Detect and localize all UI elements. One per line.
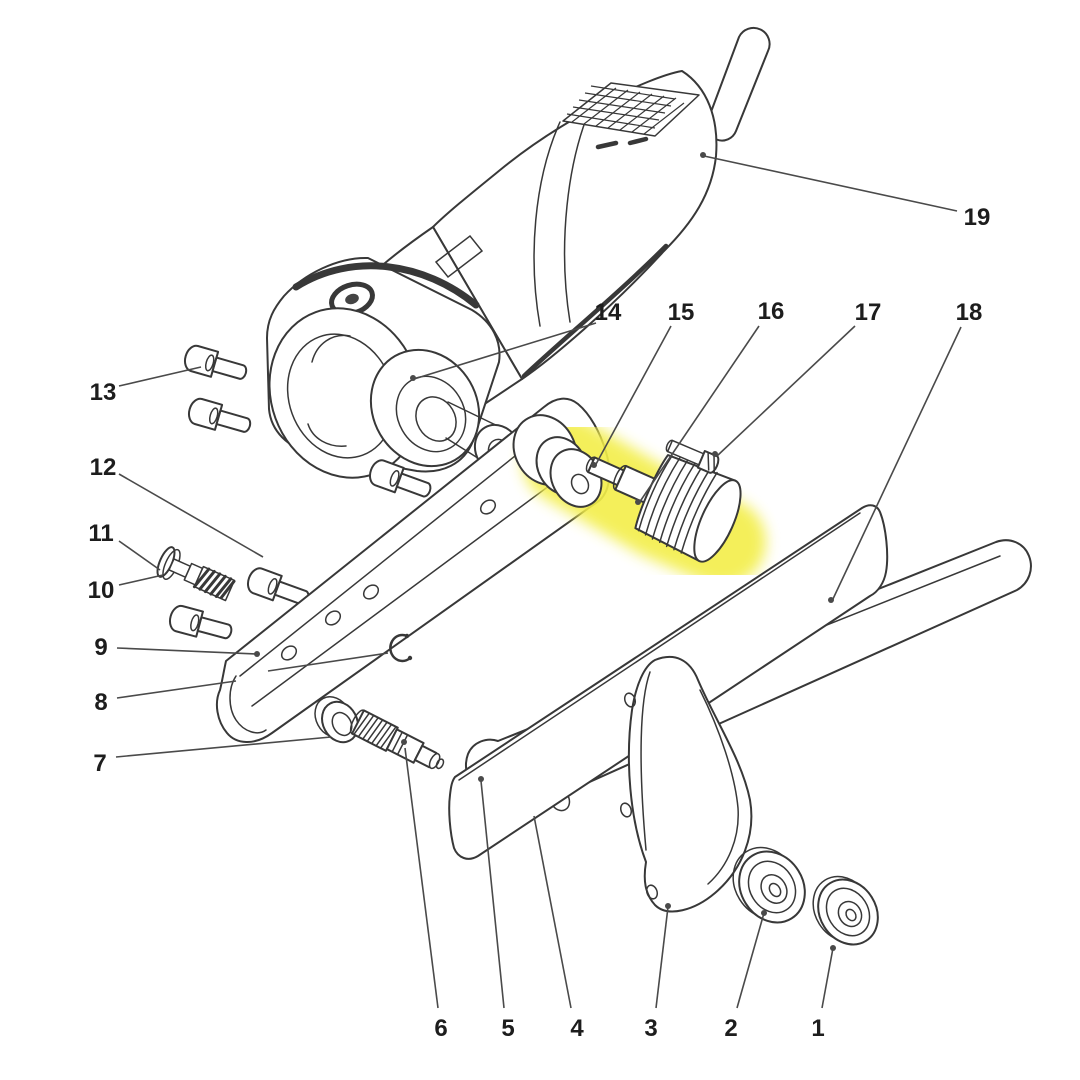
callout-label-16: 16 — [758, 298, 785, 325]
callout-12: 12 — [90, 454, 264, 558]
callout-label-4: 4 — [570, 1015, 584, 1042]
part-roller-wheel-1 — [812, 875, 879, 946]
callout-19: 19 — [700, 152, 990, 231]
leader-line-14 — [413, 322, 597, 380]
leader-line-15 — [594, 325, 672, 467]
callout-11: 11 — [88, 520, 161, 571]
power-cord — [705, 26, 771, 142]
callout-14: 14 — [410, 299, 622, 381]
leader-line-8 — [116, 680, 237, 699]
callout-3: 3 — [644, 903, 671, 1042]
leader-dot-9 — [254, 651, 260, 657]
leader-line-16 — [638, 325, 760, 504]
leader-dot-2 — [761, 910, 767, 916]
callout-13: 13 — [90, 366, 202, 406]
callout-18: 18 — [828, 299, 982, 603]
callout-17: 17 — [712, 299, 881, 457]
callout-label-19: 19 — [964, 204, 991, 231]
leader-line-18 — [831, 326, 962, 602]
leader-dot-15 — [591, 462, 597, 468]
leader-dot-6 — [401, 739, 407, 745]
callout-10: 10 — [88, 574, 164, 604]
leader-line-13 — [118, 366, 202, 387]
leader-dot-19 — [700, 152, 706, 158]
leader-line-10 — [118, 574, 164, 586]
callout-label-13: 13 — [90, 379, 117, 406]
callout-label-3: 3 — [644, 1015, 657, 1042]
callout-16: 16 — [635, 298, 784, 505]
callout-9: 9 — [94, 634, 260, 661]
part-power-tool-body — [266, 26, 771, 479]
part-roller-wheel-2 — [732, 846, 806, 924]
callout-label-1: 1 — [811, 1015, 824, 1042]
callout-label-9: 9 — [94, 634, 107, 661]
leader-dot-18 — [828, 597, 834, 603]
callout-label-18: 18 — [956, 299, 983, 326]
gear-head — [266, 256, 523, 479]
part-threaded-spindle — [349, 709, 445, 770]
callout-5: 5 — [478, 776, 515, 1042]
callout-15: 15 — [591, 299, 694, 468]
leader-dot-17 — [712, 451, 718, 457]
callout-label-17: 17 — [855, 299, 882, 326]
part-flange — [512, 414, 603, 508]
callout-label-2: 2 — [724, 1015, 737, 1042]
callout-label-8: 8 — [94, 689, 107, 716]
leader-line-8 — [267, 652, 389, 672]
part-drive-roller — [585, 454, 742, 563]
callout-label-14: 14 — [595, 299, 622, 326]
leader-line-4 — [533, 815, 572, 1009]
callout-label-12: 12 — [90, 454, 117, 481]
callout-8: 8 — [94, 652, 389, 716]
callout-label-6: 6 — [434, 1015, 447, 1042]
leader-dot-16 — [635, 499, 641, 505]
leader-dot-1 — [830, 945, 836, 951]
callout-label-7: 7 — [93, 750, 106, 777]
leader-line-12 — [118, 473, 264, 558]
callout-1: 1 — [811, 945, 836, 1042]
leader-dot-14 — [410, 375, 416, 381]
leader-line-7 — [115, 736, 332, 758]
leader-dot-3 — [665, 903, 671, 909]
callout-label-5: 5 — [501, 1015, 514, 1042]
leader-line-17 — [716, 325, 856, 457]
callout-6: 6 — [401, 739, 448, 1042]
part-washer — [314, 696, 359, 744]
leader-line-9 — [116, 647, 258, 655]
leader-line-11 — [118, 540, 161, 571]
callout-4: 4 — [533, 815, 584, 1042]
leader-line-1 — [821, 947, 834, 1009]
part-retaining-ring — [389, 633, 413, 663]
callout-label-11: 11 — [88, 520, 113, 547]
part-tension-bolt-spring — [156, 546, 236, 602]
callout-2: 2 — [724, 910, 767, 1042]
leader-line-6 — [404, 747, 439, 1009]
leader-line-19 — [703, 155, 958, 212]
callout-7: 7 — [93, 736, 332, 777]
leader-dot-5 — [478, 776, 484, 782]
callout-label-15: 15 — [668, 299, 695, 326]
leader-line-2 — [736, 912, 765, 1009]
leader-line-5 — [480, 780, 505, 1009]
vent-grille — [562, 82, 700, 150]
callout-label-10: 10 — [88, 577, 115, 604]
leader-line-3 — [655, 906, 669, 1009]
part-belt-guard — [619, 655, 753, 913]
